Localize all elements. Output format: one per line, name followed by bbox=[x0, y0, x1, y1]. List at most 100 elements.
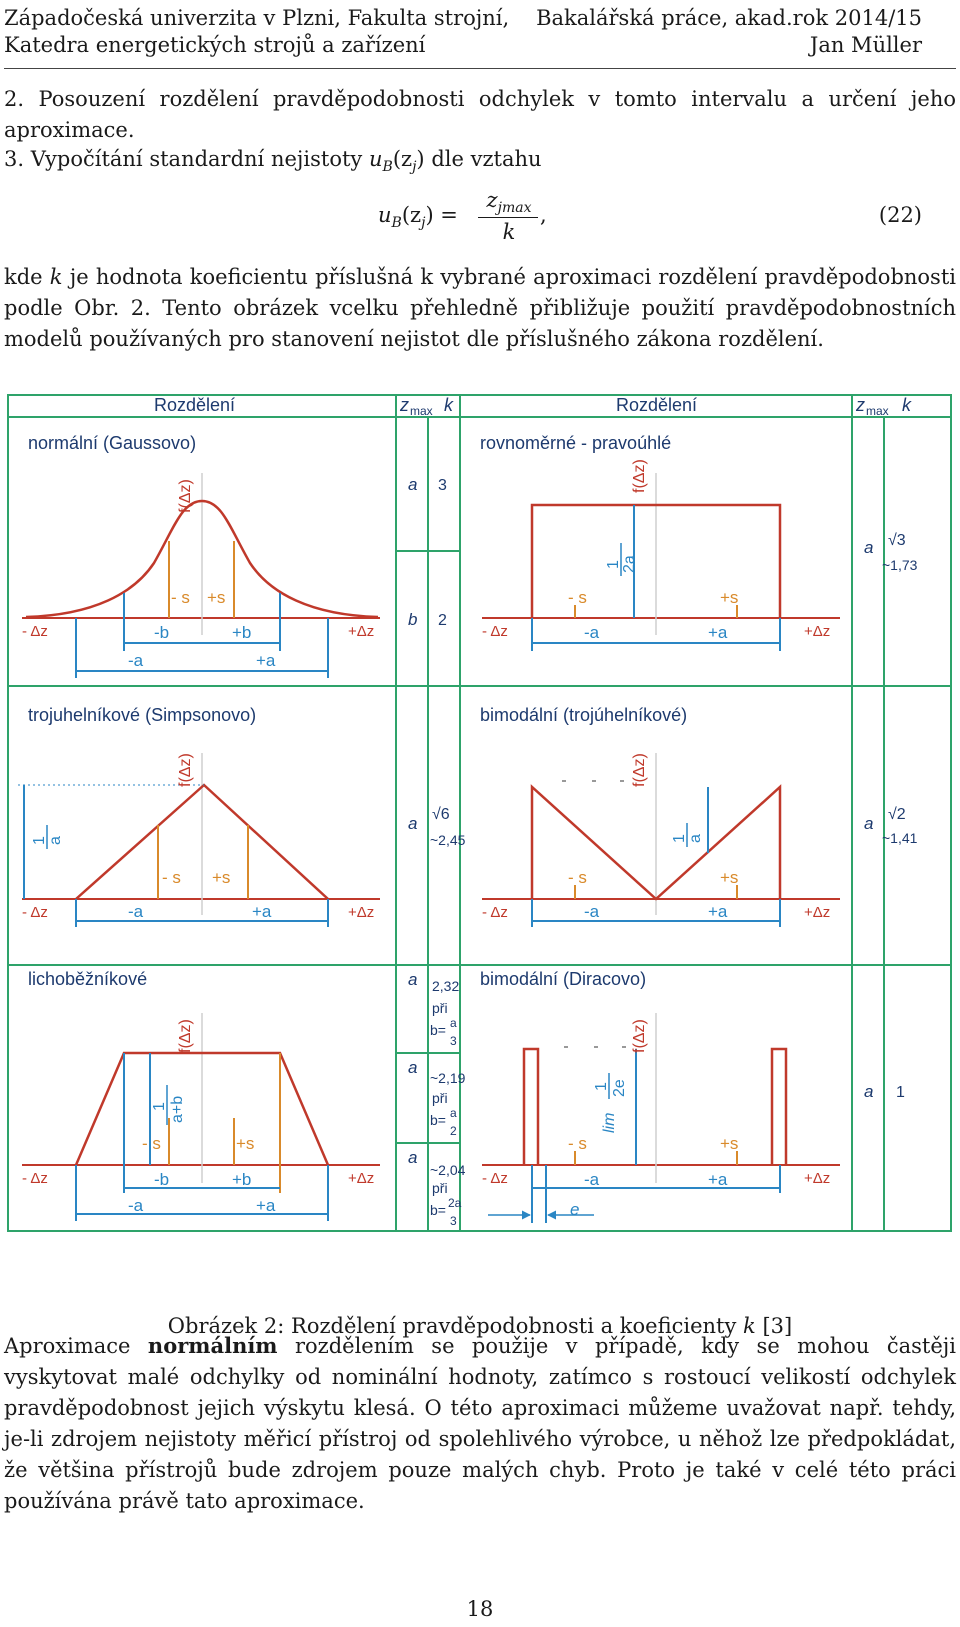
trapezoid-pos-dz: +Δz bbox=[348, 1170, 374, 1187]
step-3-close: ) bbox=[416, 147, 425, 171]
trapezoid-frac-num: 1 bbox=[151, 1102, 168, 1111]
eq-lhs: u bbox=[378, 203, 392, 227]
coefficient-columns: a 3 b 2 a √3 ~1,73 a √6 ~2,45 a √2 ~1,41… bbox=[408, 475, 918, 1228]
uniform-frac-num: 1 bbox=[605, 560, 622, 569]
dirac-minus-s: - s bbox=[568, 1134, 587, 1153]
triangle-frac-num: 1 bbox=[31, 836, 48, 845]
header-department: Katedra energetických strojů a zařízení bbox=[4, 33, 426, 57]
paragraph-normal-approx: Aproximace normálním rozdělením se použi… bbox=[4, 1330, 956, 1517]
trapezoid-frac-den: a+b bbox=[169, 1096, 186, 1123]
header-zmax-left: z bbox=[399, 395, 409, 415]
trapezoid-plus-b: +b bbox=[232, 1170, 251, 1189]
coef-bimodal-tri-k2: ~1,41 bbox=[882, 830, 918, 846]
coef-normal-a-zmax: a bbox=[408, 475, 417, 494]
dirac-pos-dz: +Δz bbox=[804, 1170, 830, 1187]
figure-distributions: Rozdělení Rozdělení z max k z max k norm… bbox=[4, 393, 956, 1278]
triangle-minus-a: -a bbox=[128, 902, 144, 921]
panel-normal: normální (Gaussovo) f(Δz) - Δz +Δz - s +… bbox=[22, 433, 380, 678]
bimodal-tri-frac-num: 1 bbox=[671, 834, 688, 843]
step-3-arg: (z bbox=[392, 147, 413, 171]
uniform-neg-dz: - Δz bbox=[482, 623, 508, 640]
eq-lhs-arg: (z bbox=[401, 203, 422, 227]
figure-caption: Obrázek 2: Rozdělení pravděpodobnosti a … bbox=[0, 1314, 960, 1338]
bimodal-tri-shape bbox=[530, 784, 782, 901]
coef-trap2-k: ~2,19 bbox=[430, 1070, 466, 1086]
figure-grid bbox=[7, 394, 952, 1232]
panel-bimodal-tri: bimodální (trojúhelníkové) f(Δz) 1 a - Δ… bbox=[480, 705, 840, 927]
bimodal-tri-minus-s: - s bbox=[568, 868, 587, 887]
dirac-right-spike bbox=[770, 1047, 788, 1165]
coef-trap2-den: 2 bbox=[450, 1124, 457, 1138]
coef-trap3-beq: b= bbox=[430, 1202, 446, 1218]
eq-num-z: z bbox=[486, 188, 498, 212]
uniform-rect bbox=[530, 503, 782, 618]
trapezoid-neg-dz: - Δz bbox=[22, 1170, 48, 1187]
p1-b: je hodnota koeficientu příslušná k vybra… bbox=[4, 265, 956, 351]
coef-normal-b-zmax: b bbox=[408, 610, 417, 629]
uniform-frac-den: 2a bbox=[621, 555, 638, 573]
eq-den-k: k bbox=[502, 220, 516, 244]
uniform-f-label: f(Δz) bbox=[631, 459, 648, 493]
p2-bold: normálním bbox=[147, 1333, 278, 1358]
triangle-f-label: f(Δz) bbox=[177, 753, 194, 787]
dirac-neg-dz: - Δz bbox=[482, 1170, 508, 1187]
dirac-f-label: f(Δz) bbox=[631, 1019, 648, 1053]
p1-a: kde bbox=[4, 265, 43, 289]
coef-triangle-zmax: a bbox=[408, 814, 417, 833]
coef-trap1-zmax: a bbox=[408, 970, 417, 989]
triangle-frac-den: a bbox=[47, 836, 64, 845]
panel-triangle: trojuhelníkové (Simpsonovo) f(Δz) 1 a - … bbox=[18, 705, 380, 927]
caption-text: Obrázek 2: Rozdělení pravděpodobnosti a … bbox=[167, 1314, 737, 1338]
bimodal-tri-plus-s: +s bbox=[720, 868, 738, 887]
step-3: 3. Vypočítání standardní nejistoty uB(zj… bbox=[4, 144, 956, 183]
normal-pos-dz: +Δz bbox=[348, 623, 374, 640]
equation-number: (22) bbox=[878, 203, 922, 227]
eq-denominator: k bbox=[478, 220, 540, 244]
header-author: Jan Müller bbox=[809, 33, 922, 57]
coef-trap3-k: ~2,04 bbox=[430, 1162, 466, 1178]
normal-curve bbox=[25, 499, 379, 619]
caption-k: k bbox=[743, 1314, 756, 1338]
header-zmax-right: z bbox=[855, 395, 865, 415]
uniform-minus-s: - s bbox=[568, 588, 587, 607]
uniform-plus-a: +a bbox=[708, 623, 728, 642]
coef-bimodal-tri-k: √2 bbox=[888, 806, 906, 823]
step-3-suffix: dle vztahu bbox=[431, 147, 542, 171]
normal-minus-s: - s bbox=[171, 588, 190, 607]
coef-dirac-zmax: a bbox=[864, 1082, 873, 1101]
panel-uniform: rovnoměrné - pravoúhlé f(Δz) 1 2a - Δz +… bbox=[480, 433, 840, 651]
header-zmax-left-sub: max bbox=[410, 404, 433, 418]
dirac-frac-den: 2e bbox=[611, 1079, 628, 1097]
dirac-lim: lim bbox=[601, 1113, 618, 1133]
normal-f-label: f(Δz) bbox=[177, 479, 194, 513]
triangle-pos-dz: +Δz bbox=[348, 904, 374, 921]
normal-neg-dz: - Δz bbox=[22, 623, 48, 640]
coef-trap3-pri: při bbox=[432, 1180, 448, 1196]
coef-dirac-k: 1 bbox=[896, 1084, 905, 1101]
coef-trap1-den: 3 bbox=[450, 1034, 457, 1048]
uniform-pos-dz: +Δz bbox=[804, 623, 830, 640]
coef-trap2-beq: b= bbox=[430, 1112, 446, 1128]
dirac-left-spike bbox=[522, 1047, 540, 1165]
normal-plus-a: +a bbox=[256, 651, 276, 670]
trapezoid-minus-s: - s bbox=[142, 1134, 161, 1153]
figure-header: Rozdělení Rozdělení z max k z max k bbox=[154, 395, 912, 418]
triangle-plus-a: +a bbox=[252, 902, 272, 921]
panel-triangle-title: trojuhelníkové (Simpsonovo) bbox=[28, 705, 256, 725]
paragraph-coefficient: kde k je hodnota koeficientu příslušná k… bbox=[4, 262, 956, 355]
coef-trap3-zmax: a bbox=[408, 1148, 417, 1167]
p1-k: k bbox=[49, 265, 63, 289]
trapezoid-minus-b: -b bbox=[154, 1170, 169, 1189]
coef-trap2-pri: při bbox=[432, 1090, 448, 1106]
caption-ref: [3] bbox=[762, 1314, 793, 1338]
page-number: 18 bbox=[466, 1597, 494, 1621]
trapezoid-plus-a: +a bbox=[256, 1196, 276, 1215]
eq-fraction-bar bbox=[478, 217, 538, 218]
header-rozdeleni-right: Rozdělení bbox=[616, 395, 697, 415]
trapezoid-f-label: f(Δz) bbox=[177, 1019, 194, 1053]
panel-trapezoid-title: lichoběžníkové bbox=[28, 969, 147, 989]
dirac-e-label: e bbox=[570, 1200, 579, 1219]
header-zmax-right-sub: max bbox=[866, 404, 889, 418]
coef-trap3-num: 2a bbox=[448, 1196, 462, 1210]
coef-trap2-num: a bbox=[450, 1106, 457, 1120]
